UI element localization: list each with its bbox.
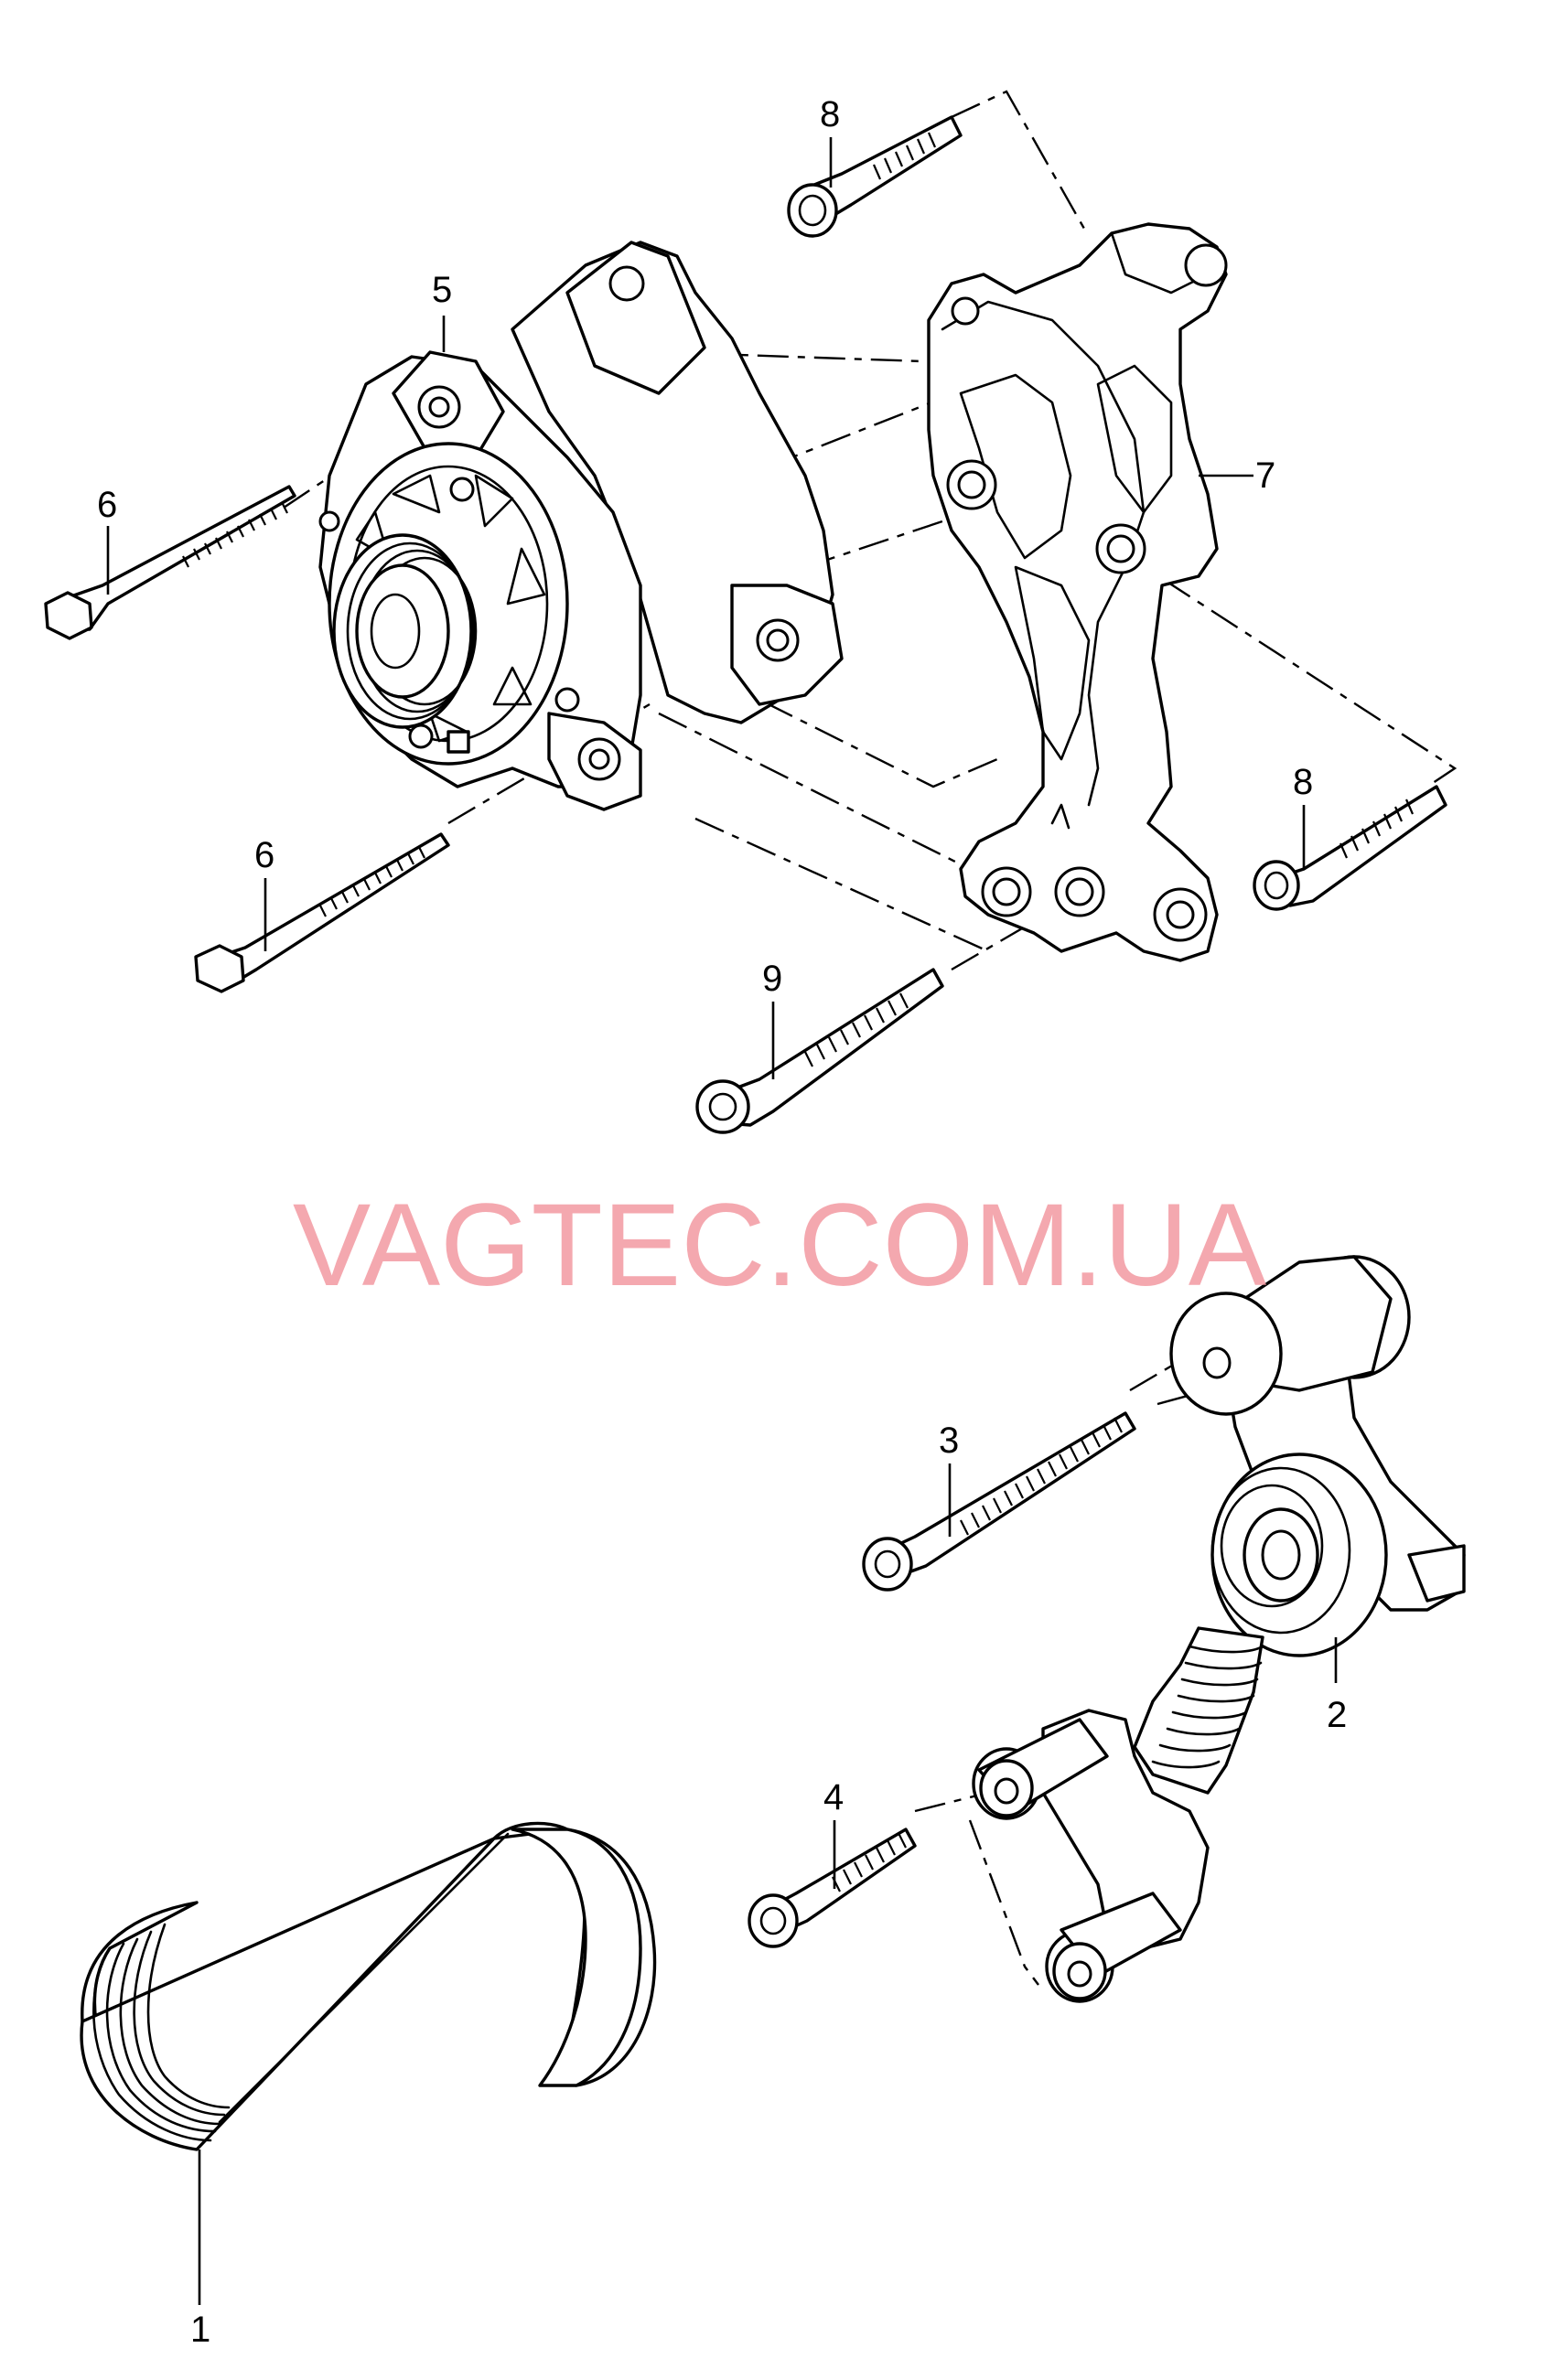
leader-lines <box>106 137 1338 2305</box>
bolt-3 <box>862 1411 1136 1592</box>
callout-4: 4 <box>823 1777 844 1817</box>
bolt-6-lower <box>194 832 450 993</box>
callout-8-upper: 8 <box>820 94 840 134</box>
callout-6-lower: 6 <box>254 835 274 875</box>
watermark-text: VAGTEC.COM.UA <box>293 1180 1267 1311</box>
callout-1: 1 <box>190 2310 210 2350</box>
tensioner-part <box>972 1255 1466 2003</box>
callout-9: 9 <box>762 959 782 999</box>
bolt-8-upper <box>787 115 963 238</box>
belt-part <box>80 1821 657 2151</box>
bolt-9 <box>695 968 944 1134</box>
bracket-part <box>927 222 1228 962</box>
callout-5: 5 <box>432 270 452 310</box>
callout-8-lower: 8 <box>1293 762 1313 802</box>
callout-6-upper: 6 <box>97 485 117 525</box>
alternator-part <box>318 241 844 811</box>
bolt-8-lower <box>1253 785 1447 911</box>
bolt-6-upper <box>44 485 296 640</box>
bolt-4 <box>748 1828 917 1948</box>
callout-7: 7 <box>1255 456 1275 496</box>
callouts: 5 6 6 8 7 8 9 3 2 4 1 <box>97 94 1347 2350</box>
callout-2: 2 <box>1327 1695 1347 1735</box>
callout-3: 3 <box>939 1420 959 1461</box>
